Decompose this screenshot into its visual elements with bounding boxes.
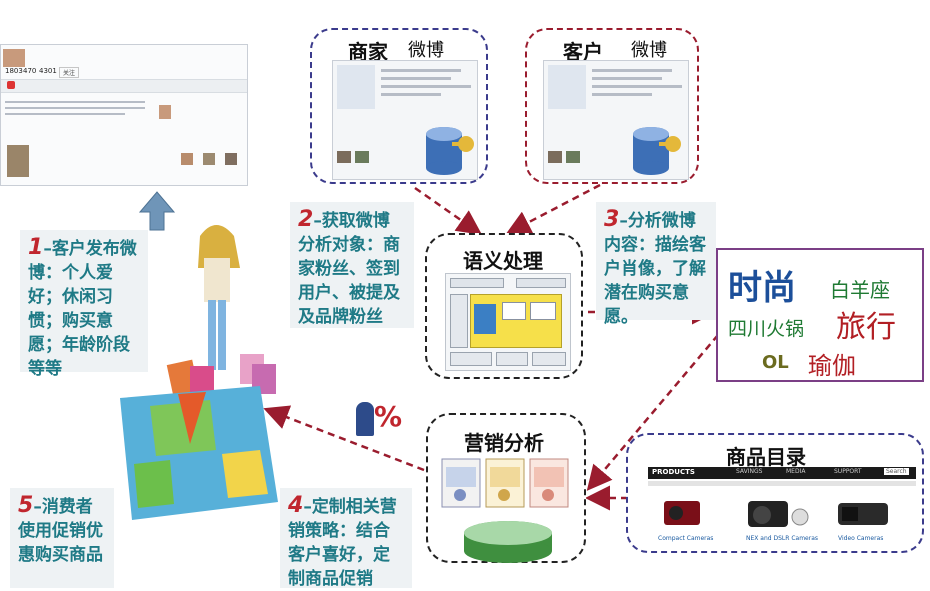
percent-discount-icon: % — [352, 398, 404, 442]
step-1-number: 1 — [28, 235, 44, 260]
catalog-item-nex[interactable]: NEX and DSLR Cameras — [746, 535, 819, 542]
report-documents-icon — [441, 458, 569, 563]
semantic-title: 语义处理 — [463, 249, 543, 273]
catalog-search[interactable]: Search — [884, 468, 909, 475]
thumb-line — [381, 69, 461, 72]
semantic-processing-box: 语义处理 — [425, 233, 583, 379]
marketing-analysis-box: 营销分析 — [426, 413, 586, 563]
camera-products-icon — [664, 501, 888, 527]
diagram-block — [530, 302, 556, 320]
friend-avatar — [225, 153, 237, 165]
diagram-block — [450, 352, 492, 366]
map-pin-illustration — [120, 386, 278, 520]
thumb-photo — [337, 151, 351, 163]
customer-weibo-box: 客户 微博 — [525, 28, 699, 184]
step-1-note: 1–客户发布微博：个人爱好；休闲习惯；购买意愿；年龄阶段等等 — [20, 230, 148, 379]
percent-glyph: % — [374, 400, 403, 433]
merchant-weibo-box: 商家 微博 — [310, 28, 488, 184]
step-1-text: –客户发布微博：个人爱好；休闲习惯；购买意愿；年龄阶段等等 — [28, 239, 137, 379]
tag-word-0: 时尚 — [728, 268, 796, 308]
diagram-block — [450, 294, 468, 348]
tag-word-3: 旅行 — [836, 310, 896, 345]
thumb-line — [381, 85, 471, 88]
step-4-note: 4–定制相关营销策略：结合客户喜好，定制商品促销 — [280, 488, 412, 589]
profile-stat-1: 470 — [23, 67, 37, 75]
post-image — [7, 145, 29, 177]
tag-word-2: 四川火锅 — [728, 318, 805, 340]
step-4-number: 4 — [288, 493, 304, 518]
step-5-note: 5–消费者使用促销优惠购买商品 — [10, 488, 114, 588]
thumb-line — [381, 77, 451, 80]
catalog-navbar: PRODUCTS SAVINGS MEDIA SUPPORT Search — [648, 467, 916, 479]
catalog-nav-support[interactable]: SUPPORT — [834, 468, 862, 475]
database-key-icon — [633, 127, 681, 175]
catalog-title: 商品目录 — [726, 445, 806, 469]
catalog-nav-products[interactable]: PRODUCTS — [652, 468, 695, 476]
tag-word-4: OL — [762, 352, 789, 373]
thumb-photo — [355, 151, 369, 163]
step-3-number: 3 — [604, 207, 620, 232]
thumb-photo — [548, 151, 562, 163]
shopper-illustration — [166, 225, 276, 399]
follow-button[interactable]: 关注 — [59, 67, 80, 78]
tag-word-1: 白羊座 — [830, 278, 890, 302]
arrow-customer-to-semantic — [505, 183, 601, 235]
catalog-nav-media[interactable]: MEDIA — [786, 468, 806, 475]
customer-avatar-placeholder — [548, 65, 586, 109]
step-2-note: 2–获取微博分析对象：商家粉丝、签到用户、被提及及品牌粉丝 — [290, 202, 414, 328]
friend-avatar — [203, 153, 215, 165]
customer-portrait-tag-box: 时尚 白羊座 四川火锅 旅行 OL 瑜伽 — [716, 248, 924, 382]
up-arrow — [138, 191, 176, 231]
post-line — [5, 101, 145, 103]
diagram-block — [532, 352, 566, 366]
catalog-item-compact[interactable]: Compact Cameras — [658, 535, 714, 542]
profile-stat-0: 1803 — [5, 67, 23, 75]
step-5-number: 5 — [18, 493, 34, 518]
arrow-tags-to-marketing — [586, 334, 719, 491]
diagram-block — [450, 278, 504, 288]
post-line — [5, 107, 145, 109]
product-catalog-box: 商品目录 PRODUCTS SAVINGS MEDIA SUPPORT Sear… — [626, 433, 924, 553]
merchant-avatar-placeholder — [337, 65, 375, 109]
catalog-subnav — [648, 481, 916, 486]
diagram-block — [496, 352, 528, 366]
thumb-line — [592, 93, 652, 96]
sidebar-avatar — [159, 105, 171, 119]
thumb-line — [592, 85, 682, 88]
step-3-note: 3–分析微博内容：描绘客户肖像，了解潜在购买意愿。 — [596, 202, 716, 327]
arrow-merchant-to-semantic — [414, 186, 483, 235]
tag-word-5: 瑜伽 — [808, 352, 856, 380]
marketing-title: 营销分析 — [464, 431, 544, 455]
step-4-text: –定制相关营销策略：结合客户喜好，定制商品促销 — [288, 497, 397, 589]
thumb-photo — [566, 151, 580, 163]
catalog-item-video[interactable]: Video Cameras — [838, 535, 884, 542]
post-line — [5, 113, 125, 115]
thumb-line — [381, 93, 441, 96]
step-3-text: –分析微博内容：描绘客户肖像，了解潜在购买意愿。 — [604, 211, 706, 327]
merchant-subtitle: 微博 — [408, 40, 444, 61]
thumb-line — [592, 77, 662, 80]
profile-tab-icon — [7, 81, 15, 89]
arrow-marketing-to-map — [263, 405, 425, 472]
diagram-block — [516, 278, 566, 288]
avatar — [3, 49, 25, 67]
catalog-nav-savings[interactable]: SAVINGS — [736, 468, 763, 475]
thumb-line — [592, 69, 672, 72]
step-5-text: –消费者使用促销优惠购买商品 — [18, 497, 103, 565]
semantic-architecture-diagram — [445, 273, 571, 371]
step-2-number: 2 — [298, 207, 314, 232]
weibo-profile-screenshot: 1803 470 4301 关注 — [0, 44, 248, 186]
figure-icon — [356, 402, 374, 436]
customer-subtitle: 微博 — [631, 40, 667, 61]
database-key-icon — [426, 127, 474, 175]
step-2-text: –获取微博分析对象：商家粉丝、签到用户、被提及及品牌粉丝 — [298, 211, 400, 327]
diagram-block — [474, 304, 496, 334]
friend-avatar — [181, 153, 193, 165]
diagram-block — [502, 302, 526, 320]
profile-tabs — [1, 79, 247, 93]
merchant-profile-thumb — [332, 60, 478, 180]
profile-stat-2: 4301 — [39, 67, 57, 75]
